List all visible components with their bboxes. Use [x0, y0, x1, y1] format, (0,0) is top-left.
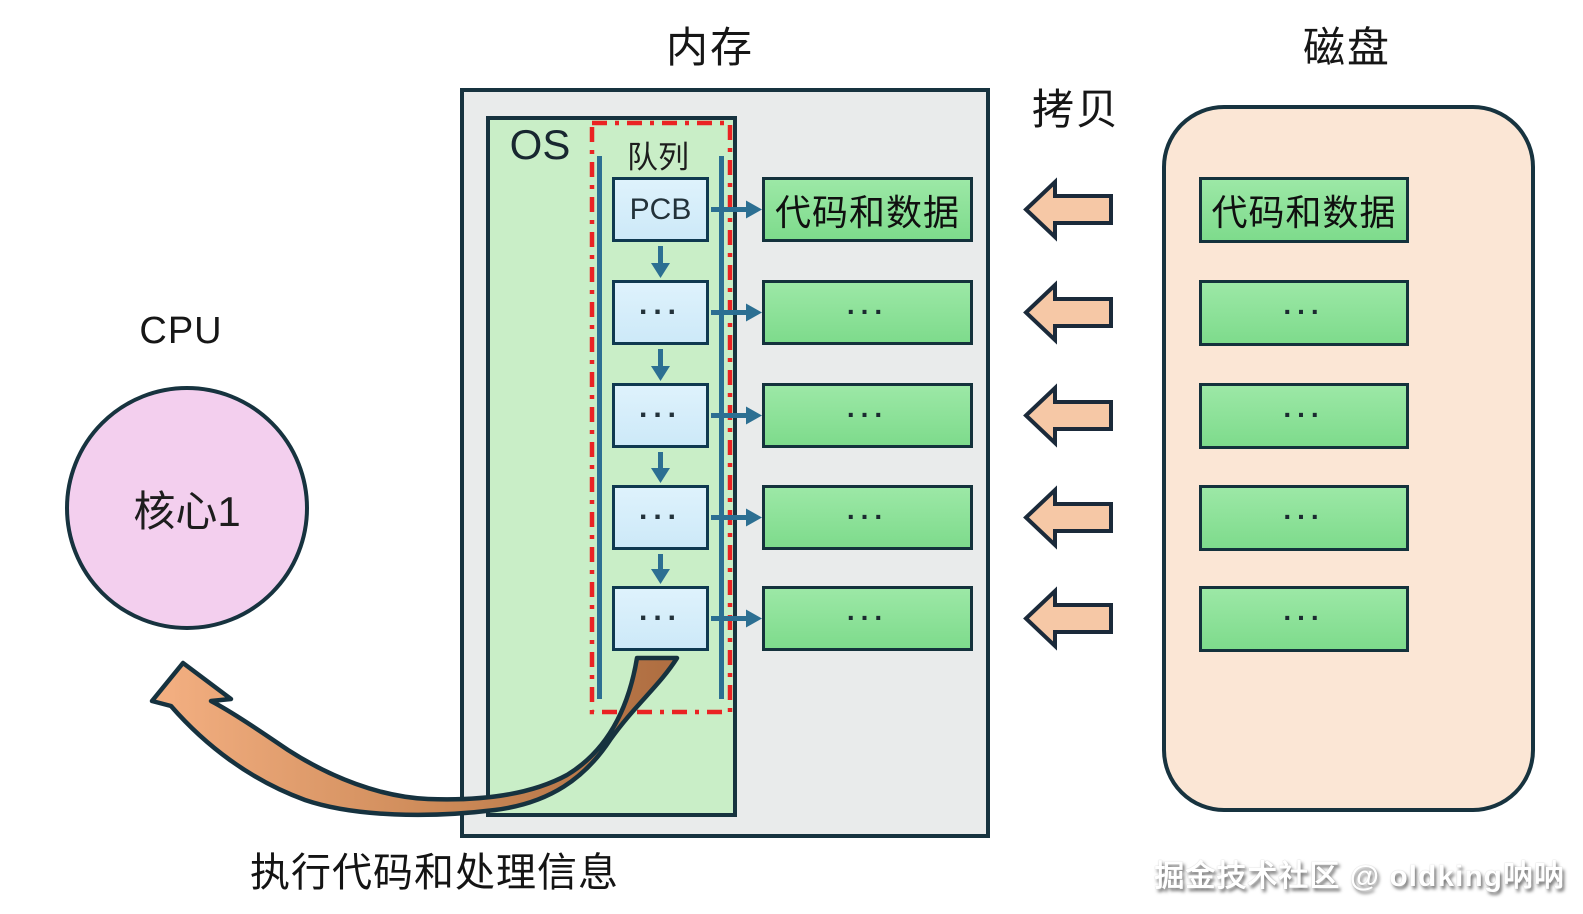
memory-block: ...: [762, 586, 973, 651]
disk-block: ...: [1199, 383, 1409, 449]
queue-node: ...: [612, 485, 709, 550]
cpu-title: CPU: [139, 310, 223, 352]
disk-title: 磁盘: [1302, 24, 1391, 71]
copy-label: 拷贝: [1031, 86, 1120, 133]
memory-block-code-data: 代码和数据: [762, 177, 973, 242]
os-label: OS: [509, 121, 571, 168]
queue-node: ...: [612, 586, 709, 651]
memory-block-label: ...: [846, 493, 889, 525]
queue-node-label: PCB: [629, 192, 692, 226]
memory-block: ...: [762, 383, 973, 448]
cpu-core-circle: 核心1: [65, 386, 309, 630]
queue-node: ...: [612, 280, 709, 345]
watermark: 掘金技术社区 @ oldking呐呐: [1154, 860, 1565, 893]
bottom-caption: 执行代码和处理信息: [250, 851, 619, 895]
queue-node-label: ...: [638, 287, 682, 321]
disk-block-label: ...: [1283, 595, 1325, 626]
memory-title: 内存: [665, 24, 754, 71]
memory-block-label: ...: [846, 391, 889, 423]
disk-block: ...: [1199, 586, 1409, 652]
memory-block-label: ...: [846, 288, 889, 320]
copy-left-arrow-icon: [1023, 586, 1113, 651]
queue-node-label: ...: [638, 390, 682, 424]
copy-arrows: [1023, 177, 1113, 651]
copy-left-arrow-icon: [1023, 485, 1113, 550]
cpu-core-label: 核心1: [133, 487, 241, 535]
memory-block: ...: [762, 280, 973, 345]
copy-left-arrow-icon: [1023, 383, 1113, 448]
memory-block: ...: [762, 485, 973, 550]
copy-left-arrow-icon: [1023, 280, 1113, 345]
queue-node-pcb: PCB: [612, 177, 709, 242]
disk-block-label: ...: [1283, 392, 1325, 423]
disk-block-label: 代码和数据: [1211, 192, 1397, 233]
queue-node-label: ...: [638, 593, 682, 627]
disk-block: ...: [1199, 280, 1409, 346]
disk-block: ...: [1199, 485, 1409, 551]
memory-block-label: ...: [846, 594, 889, 626]
disk-block-label: ...: [1283, 289, 1325, 320]
copy-left-arrow-icon: [1023, 177, 1113, 242]
queue-node: ...: [612, 383, 709, 448]
disk-block-label: ...: [1283, 494, 1325, 525]
queue-label: 队列: [627, 140, 689, 175]
queue-node-label: ...: [638, 492, 682, 526]
memory-block-label: 代码和数据: [774, 191, 960, 233]
disk-block-code-data: 代码和数据: [1199, 177, 1409, 243]
